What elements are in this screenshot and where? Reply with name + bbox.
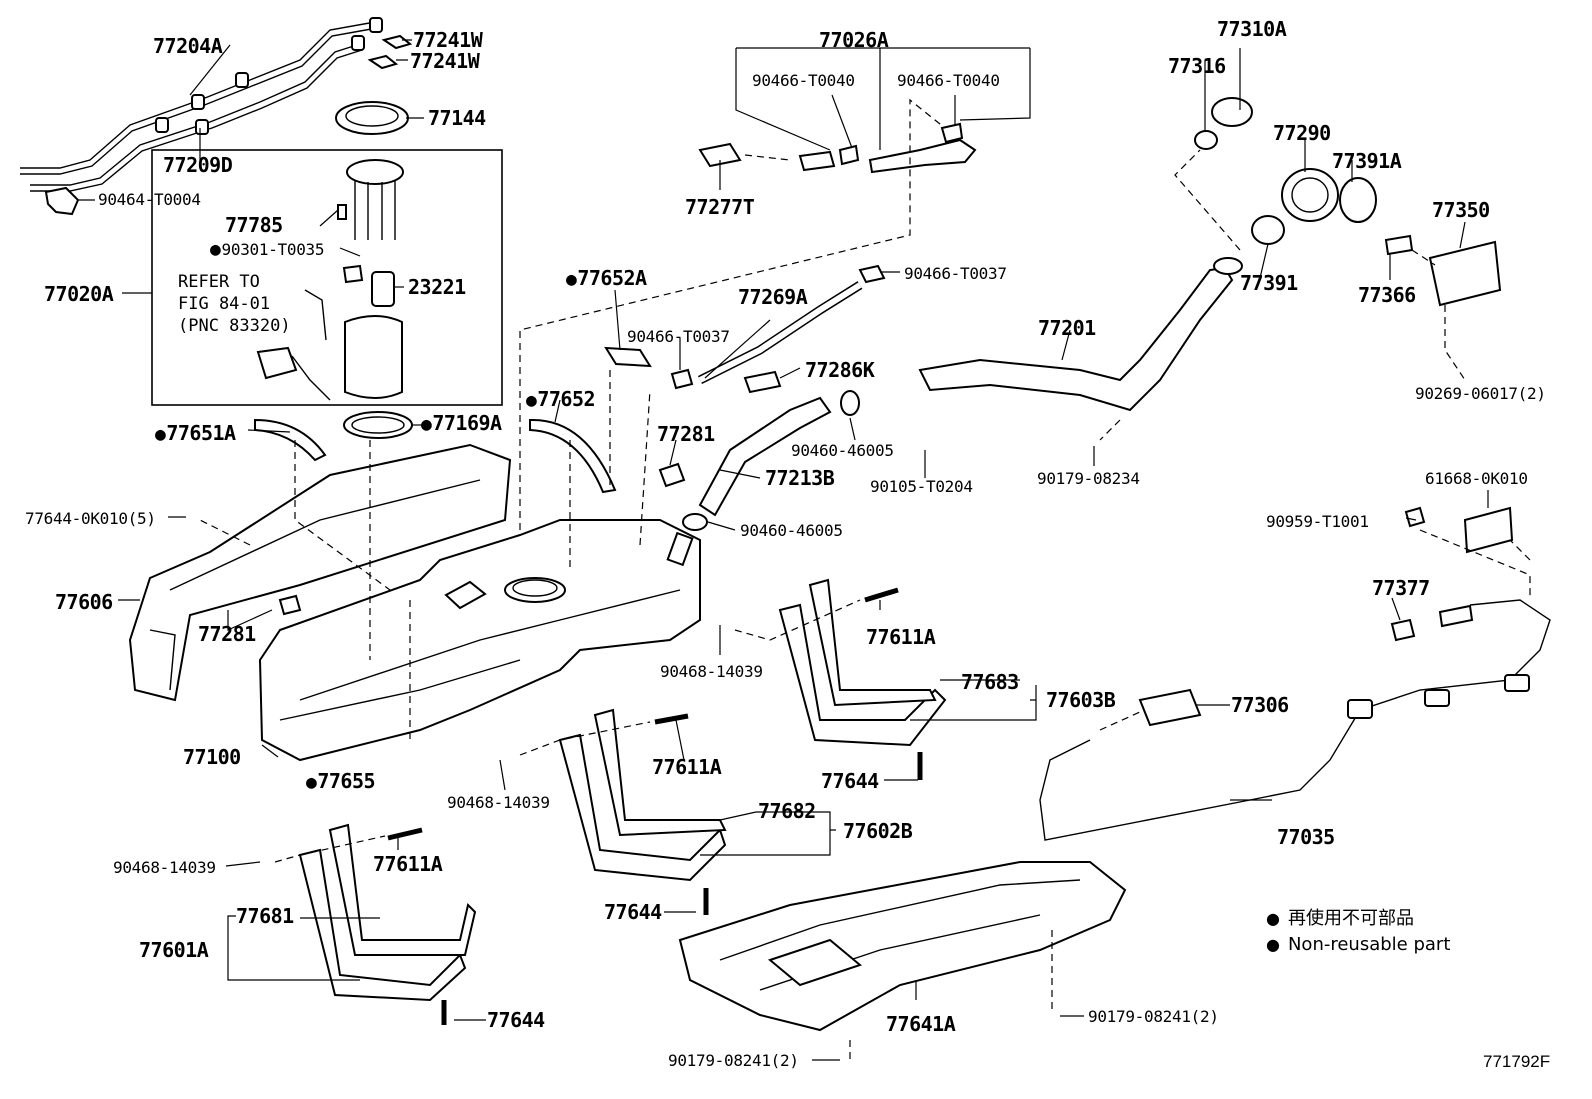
label-77655: 77655 <box>306 771 375 792</box>
pad-77651A <box>254 418 327 462</box>
label-90179-08241-bottom: 90179-08241(2) <box>668 1051 799 1070</box>
label-77213B: 77213B <box>765 466 835 490</box>
strap-77601A <box>298 823 477 1002</box>
clamps-misc <box>278 122 964 616</box>
label-77644-right: 77644 <box>821 769 879 793</box>
label-77144: 77144 <box>428 106 486 130</box>
label-90468-14039-right: 90468-14039 <box>660 662 763 681</box>
label-77204A: 77204A <box>153 34 223 58</box>
label-77201: 77201 <box>1038 316 1096 340</box>
label-77269A: 77269A <box>738 285 808 309</box>
label-77350: 77350 <box>1432 198 1490 222</box>
label-77682: 77682 <box>758 799 816 823</box>
pad-77652 <box>529 418 617 494</box>
label-77281-upper: 77281 <box>657 422 715 446</box>
label-77683: 77683 <box>961 670 1019 694</box>
gasket-77169A <box>343 411 413 439</box>
bullet-icon: ● <box>1266 909 1280 928</box>
label-77100: 77100 <box>183 745 241 769</box>
label-90468-14039-left: 90468-14039 <box>113 858 216 877</box>
pad-77652A <box>604 346 652 368</box>
label-77377: 77377 <box>1372 576 1430 600</box>
label-77290: 77290 <box>1273 121 1331 145</box>
label-90466-T0040-right: 90466-T0040 <box>897 71 1000 90</box>
label-77316: 77316 <box>1168 54 1226 78</box>
label-77644-left: 77644 <box>487 1008 545 1032</box>
label-77391: 77391 <box>1240 271 1298 295</box>
label-77241W-upper: 77241W <box>413 28 483 52</box>
legend-non-reusable-en: ●Non-reusable part <box>1266 934 1451 955</box>
label-77286K: 77286K <box>805 358 875 382</box>
fuel-tank-77100 <box>258 519 701 762</box>
label-77644-middle: 77644 <box>604 900 662 924</box>
strap-77603B <box>778 578 947 747</box>
label-90460-46005-upper: 90460-46005 <box>791 441 894 460</box>
label-90466-T0037-left: 90466-T0037 <box>627 327 730 346</box>
label-23221: 23221 <box>408 275 466 299</box>
label-77606: 77606 <box>55 590 113 614</box>
label-77281-lower: 77281 <box>198 622 256 646</box>
label-77651A: 77651A <box>155 423 236 444</box>
label-77035: 77035 <box>1277 825 1335 849</box>
figure-number: 771792F <box>1483 1052 1551 1071</box>
label-90179-08241-right: 90179-08241(2) <box>1088 1007 1219 1026</box>
leader-lines <box>78 39 1489 1061</box>
label-77603B: 77603B <box>1046 688 1116 712</box>
clip-90464-T0004 <box>44 186 80 216</box>
fuel-door-77350 <box>1384 234 1502 307</box>
label-90959-T1001: 90959-T1001 <box>1266 512 1369 531</box>
label-90105-T0204: 90105-T0204 <box>870 477 973 496</box>
label-77310A: 77310A <box>1217 17 1287 41</box>
label-61668-0K010: 61668-0K010 <box>1425 469 1528 488</box>
dashed-assembly-lines <box>199 98 1531 1060</box>
label-77366: 77366 <box>1358 283 1416 307</box>
label-77602B: 77602B <box>843 819 913 843</box>
hose-77269A <box>697 281 863 385</box>
label-77026A: 77026A <box>819 28 889 52</box>
label-77241W-lower: 77241W <box>410 49 480 73</box>
label-90179-08234: 90179-08234 <box>1037 469 1140 488</box>
legend-non-reusable-jp: ●再使用不可部品 <box>1266 908 1414 929</box>
label-77306: 77306 <box>1231 693 1289 717</box>
label-77611A-middle: 77611A <box>652 755 722 779</box>
lock-ring-77144 <box>335 101 409 135</box>
label-77611A-right: 77611A <box>866 625 936 649</box>
label-77785: 77785 <box>225 213 283 237</box>
hose-77026A <box>698 138 977 174</box>
label-90464-T0004: 90464-T0004 <box>98 190 201 209</box>
label-77611A-left: 77611A <box>373 852 443 876</box>
label-77681: 77681 <box>236 904 294 928</box>
label-90468-14039-middle: 90468-14039 <box>447 793 550 812</box>
label-90460-46005-lower: 90460-46005 <box>740 521 843 540</box>
fuel-pump-assembly-box <box>122 149 503 406</box>
label-90466-T0037-right: 90466-T0037 <box>904 264 1007 283</box>
fuel-lines-77204A-77209D <box>20 17 383 192</box>
cable-77035 <box>1039 506 1551 841</box>
label-77601A: 77601A <box>139 938 209 962</box>
label-77652A: 77652A <box>566 268 647 289</box>
filler-pipe-77201 <box>918 257 1243 412</box>
heat-shield-77606 <box>128 443 512 702</box>
label-77391A: 77391A <box>1332 149 1402 173</box>
bolts <box>387 587 923 1025</box>
label-77169A: 77169A <box>421 413 502 434</box>
label-90301-T0035: 90301-T0035 <box>210 241 325 259</box>
housing-77290 <box>1251 168 1377 245</box>
label-90466-T0040-left: 90466-T0040 <box>752 71 855 90</box>
label-77277T: 77277T <box>685 195 755 219</box>
protector-77641A <box>678 861 1127 1032</box>
label-77209D: 77209D <box>163 153 233 177</box>
label-77020A: 77020A <box>44 282 114 306</box>
fuel-cap-77310A <box>1194 97 1253 150</box>
label-90269-06017: 90269-06017(2) <box>1415 384 1546 403</box>
label-77644-0K010: 77644-0K010(5) <box>25 509 156 528</box>
label-77652: 77652 <box>526 389 595 410</box>
bullet-icon: ● <box>1266 935 1280 954</box>
clips-77241W <box>367 34 413 70</box>
label-77641A: 77641A <box>886 1012 956 1036</box>
hose-77213B <box>698 396 832 517</box>
refer-note: REFER TO FIG 84-01 (PNC 83320) <box>178 272 291 336</box>
